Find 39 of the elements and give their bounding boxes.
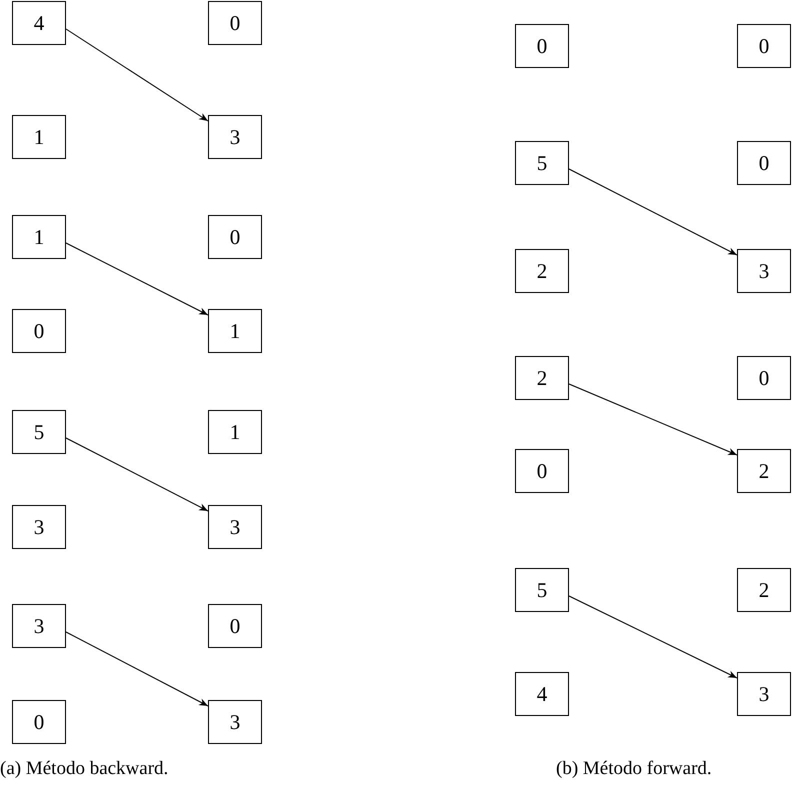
- number-box: 1: [12, 115, 66, 159]
- number-box: 0: [737, 141, 791, 185]
- number-box: 3: [12, 604, 66, 648]
- number-box: 3: [208, 115, 262, 159]
- arrow: [568, 168, 738, 256]
- caption: (b) Método forward.: [556, 758, 712, 780]
- number-box: 3: [12, 505, 66, 549]
- number-box: 0: [737, 356, 791, 400]
- number-box: 0: [12, 700, 66, 744]
- arrow: [66, 28, 208, 122]
- number-box: 4: [515, 672, 569, 716]
- number-box: 0: [515, 24, 569, 68]
- number-box: 2: [515, 356, 569, 400]
- number-box: 2: [737, 449, 791, 493]
- number-box: 5: [515, 141, 569, 185]
- number-box: 0: [737, 24, 791, 68]
- number-box: 0: [208, 604, 262, 648]
- arrow: [66, 438, 208, 512]
- number-box: 0: [515, 449, 569, 493]
- number-box: 3: [737, 249, 791, 293]
- number-box: 0: [208, 1, 262, 45]
- caption: (a) Método backward.: [0, 758, 168, 780]
- number-box: 0: [208, 215, 262, 259]
- arrow: [568, 596, 738, 678]
- arrow: [66, 242, 208, 316]
- arrow: [568, 384, 738, 456]
- number-box: 0: [12, 309, 66, 353]
- number-box: 1: [208, 309, 262, 353]
- number-box: 3: [737, 672, 791, 716]
- number-box: 5: [12, 410, 66, 454]
- number-box: 2: [515, 249, 569, 293]
- number-box: 5: [515, 568, 569, 612]
- number-box: 4: [12, 1, 66, 45]
- number-box: 2: [737, 568, 791, 612]
- number-box: 3: [208, 700, 262, 744]
- number-box: 1: [208, 410, 262, 454]
- number-box: 1: [12, 215, 66, 259]
- arrow: [66, 632, 208, 706]
- number-box: 3: [208, 505, 262, 549]
